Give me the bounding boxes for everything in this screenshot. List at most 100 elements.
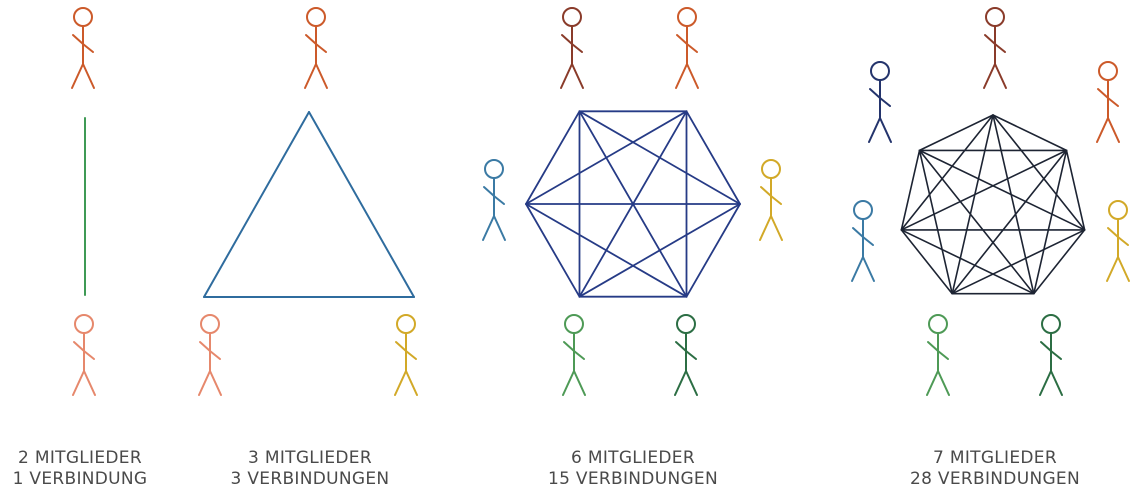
group-7-members-label: 7 MITGLIEDER (933, 448, 1057, 468)
group-7-person-bottom-left-arms (927, 341, 949, 360)
group-7-edge-4 (900, 114, 994, 231)
group-6-person-top-right (675, 7, 699, 89)
group-3-connections-label: 3 VERBINDUNGEN (230, 469, 390, 489)
group-2-person-top (71, 7, 95, 89)
group-3-person-top-arms (305, 34, 327, 53)
group-7-person-upper-right-arms (1097, 88, 1119, 107)
group-7-person-bottom-left-head (928, 314, 948, 334)
group-6-person-right (759, 159, 783, 241)
group-7-person-top-arms (984, 34, 1006, 53)
group-7-edge-2 (992, 114, 1035, 295)
group-2-person-bottom-head (74, 314, 94, 334)
group-6-edge-11 (578, 110, 688, 298)
group-7-person-upper-right-head (1098, 61, 1118, 81)
group-6-members-label: 6 MITGLIEDER (571, 448, 695, 468)
group-2-person-bottom-legs (72, 370, 96, 396)
group-7-person-upper-left-legs (868, 117, 892, 143)
group-7-person-bottom-right-legs (1039, 370, 1063, 396)
group-7-edge-6 (1065, 149, 1086, 231)
group-7-connection-diagram (851, 7, 1130, 396)
group-6-person-left (482, 159, 506, 241)
group-7-edge-8 (951, 149, 1068, 295)
group-7-person-right-legs (1106, 256, 1130, 282)
group-6-person-top-right-head (677, 7, 697, 27)
group-3-person-right-legs (394, 370, 418, 396)
group-7-edge-7 (1032, 149, 1068, 295)
group-6-edge-0 (525, 110, 581, 205)
group-7-edge-1 (992, 114, 1086, 231)
group-3-person-top (304, 7, 328, 89)
group-3-person-right (394, 314, 418, 396)
group-7-edge-19 (918, 149, 954, 295)
group-7-person-upper-left-head (870, 61, 890, 81)
group-6-person-top-left-arms (561, 34, 583, 53)
group-6-person-top-left-head (562, 7, 582, 27)
group-6-connections-label: 15 VERBINDUNGEN (548, 469, 718, 489)
group-6-person-bottom-right (674, 314, 698, 396)
group-6-caption: 6 MITGLIEDER 15 VERBINDUNGEN (513, 448, 753, 490)
group-6-person-bottom-left-head (564, 314, 584, 334)
group-7-edge-16 (900, 229, 1035, 295)
group-3-person-right-arms (395, 341, 417, 360)
group-3-connection-diagram (198, 7, 418, 396)
group-6-person-bottom-left-legs (562, 370, 586, 396)
group-7-caption: 7 MITGLIEDER 28 VERBINDUNGEN (875, 448, 1115, 490)
group-3-person-right-head (396, 314, 416, 334)
group-2-members-label: 2 MITGLIEDER (18, 448, 142, 468)
group-7-edge-12 (951, 229, 1086, 295)
group-7-person-upper-left-arms (869, 88, 891, 107)
group-7-edge-0 (992, 114, 1068, 152)
group-7-person-bottom-right-head (1041, 314, 1061, 334)
group-2-caption: 2 MITGLIEDER 1 VERBINDUNG (0, 448, 200, 490)
group-6-person-right-arms (760, 186, 782, 205)
group-6-edge-13 (578, 203, 741, 298)
group-3-person-top-head (306, 7, 326, 27)
group-6-person-bottom-left (562, 314, 586, 396)
group-6-person-left-arms (483, 186, 505, 205)
group-6-person-left-head (484, 159, 504, 179)
group-7-person-left-arms (852, 227, 874, 246)
group-6-person-top-left (560, 7, 584, 89)
group-2-person-top-arms (72, 34, 94, 53)
group-7-edge-20 (900, 149, 921, 231)
group-6-person-top-left-legs (560, 63, 584, 89)
group-7-edge-14 (918, 149, 1086, 231)
group-7-person-right-head (1108, 200, 1128, 220)
group-7-person-bottom-right (1039, 314, 1063, 396)
group-2-person-bottom-arms (73, 341, 95, 360)
group-6-person-bottom-right-legs (674, 370, 698, 396)
group-7-person-upper-left (868, 61, 892, 143)
group-6-edge-9 (685, 110, 741, 205)
group-3-edge-0 (203, 111, 310, 298)
group-7-edge-17 (918, 149, 1035, 295)
group-3-person-left (198, 314, 222, 396)
group-7-person-left-head (853, 200, 873, 220)
group-6-edge-12 (685, 203, 741, 298)
group-2-person-top-legs (71, 63, 95, 89)
group-7-edge-5 (918, 114, 994, 152)
group-6-person-right-legs (759, 215, 783, 241)
group-6-person-bottom-right-head (676, 314, 696, 334)
group-6-person-bottom-left-arms (563, 341, 585, 360)
group-7-edge-3 (951, 114, 994, 295)
group-7-person-left (851, 200, 875, 282)
group-3-edge-1 (308, 111, 415, 298)
group-6-person-bottom-right-arms (675, 341, 697, 360)
group-6-connection-diagram (482, 7, 783, 396)
group-2-connection-diagram (71, 7, 96, 396)
group-6-person-right-head (761, 159, 781, 179)
group-6-edge-4 (525, 203, 581, 298)
group-7-person-top-head (985, 7, 1005, 27)
group-7-person-upper-right (1096, 61, 1120, 143)
group-3-person-top-legs (304, 63, 328, 89)
group-3-caption: 3 MITGLIEDER 3 VERBINDUNGEN (190, 448, 430, 490)
group-7-person-top-legs (983, 63, 1007, 89)
group-7-person-top (983, 7, 1007, 89)
group-7-person-bottom-left-legs (926, 370, 950, 396)
group-6-person-left-legs (482, 215, 506, 241)
group-7-edge-18 (900, 229, 954, 295)
group-7-person-right (1106, 200, 1130, 282)
group-7-edge-11 (1032, 229, 1086, 295)
group-7-person-right-arms (1107, 227, 1129, 246)
